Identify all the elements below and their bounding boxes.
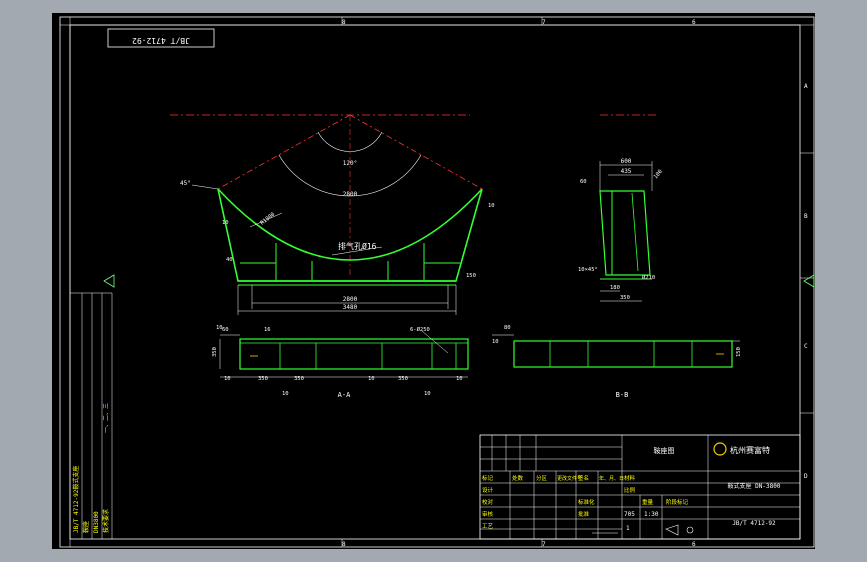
side-note-4: 一、二、三 [103,403,110,433]
cad-viewport[interactable]: 8 7 6 8 7 6 A B C D JB/T 4712-92 JB/T 47… [52,13,815,549]
side-note-1: JB/T 4712-92鞍式支座 [72,466,80,533]
tb-scale: 1:30 [644,511,659,518]
sec-b-dim-1: 80 [504,325,511,331]
dim-bottom-left: 40 [226,257,233,263]
tb-hdr-5: 年、月、日 [599,475,624,482]
grid-bottom-3: 6 [692,541,696,548]
sec-b-label: B-B [616,391,629,399]
sec-a-top-1: 10 [216,325,223,331]
tb-material: 材料 [624,474,636,482]
grid-bottom-1: 8 [342,541,346,548]
tb-hdr-1: 处数 [512,474,524,482]
sec-a-ext-1: 10 [282,391,289,397]
tb-approve-1: 批准 [578,510,590,518]
section-a: 10 60 16 6-Ø250 350 10 350 350 10 350 10… [212,325,469,399]
sec-a-note: 6-Ø250 [410,326,430,333]
side-weld: Ø210 [642,274,655,281]
grid-right-4: D [804,473,808,480]
tb-weight-label: 重量 [642,498,654,506]
side-bottom-inner: 180 [610,285,620,291]
tb-sheet: 1 [626,525,630,532]
grid-top-3: 6 [692,19,696,26]
tb-drawing-no: JB/T 4712-92 [732,520,776,527]
grid-top-2: 7 [542,19,546,26]
width-outer: 3480 [343,304,358,311]
sec-a-top-3: 16 [264,327,271,333]
sec-a-bot-3: 350 [294,376,304,382]
tb-weight: 705 [624,511,635,518]
outer-frame [59,16,815,548]
side-top-width: 600 [621,158,632,165]
sec-a-bot-5: 350 [398,376,408,382]
sec-a-top-2: 60 [222,327,229,333]
main-view: 120° 2800 R1900 排气孔Ø16 45° 10 10 40 150 [170,114,656,315]
sec-b-dim-2: 10 [492,339,499,345]
dim-right-top: 10 [488,203,495,209]
side-chamfer-label: 10×45° [578,267,598,273]
tb-role-2: 审核 [482,510,494,518]
center-mark-left [103,274,115,288]
side-view: 600 435 100 60 10×45° Ø210 180 350 [578,158,664,302]
width-inner: 2800 [343,296,358,303]
title-block: 鞍座图 杭州赛富特 鞍式支座 DN-3800 JB/T 4712-92 标记 处… [479,434,801,540]
tb-role-0: 设计 [482,486,494,494]
sec-a-bot-2: 350 [258,376,268,382]
tb-hdr-0: 标记 [482,474,494,482]
sec-a-bot-1: 10 [224,376,231,382]
tb-company: 杭州赛富特 [730,445,770,455]
sec-b-dim-3: 150 [736,347,742,357]
radius-inner: R1900 [260,212,277,227]
grid-right-1: A [804,83,808,90]
tb-scale-label: 比例 [624,486,636,494]
grid-right-3: C [804,343,808,350]
tb-role-1: 校对 [482,498,494,506]
tb-role-3: 工艺 [482,523,494,530]
side-top-inner: 435 [621,168,632,175]
angle-label: 120° [343,160,357,167]
side-chamfer: 100 [653,169,664,180]
tb-drawing-title: 鞍座图 [654,446,675,455]
drawing-canvas: 8 7 6 8 7 6 A B C D JB/T 4712-92 JB/T 47… [59,16,815,548]
side-note-3: DN3800 [93,511,100,533]
hole-label: 排气孔Ø16 [338,241,377,251]
side-note-5: 技术要求 [102,509,110,533]
dim-left-edge: 10 [222,220,229,226]
tb-hdr-2: 分区 [536,474,548,482]
left-angle: 45° [180,180,191,187]
number-tab [107,28,215,48]
sec-a-left: 350 [212,347,218,357]
number-tab-text: JB/T 4712-92 [132,36,190,45]
tb-approve-0: 标准化 [578,498,595,506]
section-b: 80 10 150 B-B [492,325,742,399]
tb-stage-label: 阶段标记 [666,498,689,506]
projection-circle-icon [686,526,694,534]
tb-hdr-4: 签名 [578,474,589,482]
side-left-top: 60 [580,179,587,185]
sec-a-label: A-A [338,391,351,399]
tb-hdr-3: 更改文件号 [557,475,582,482]
company-logo-icon [713,442,727,456]
sec-a-bot-4: 10 [368,376,375,382]
grid-bottom-2: 7 [542,541,546,548]
inner-frame [69,24,801,540]
tb-product: 鞍式支座 DN-3800 [728,482,781,490]
grid-right-2: B [804,213,808,220]
projection-cone-icon [665,524,679,536]
grid-top-1: 8 [342,19,346,26]
dim-bottom-right: 150 [466,273,476,279]
center-mark-right [803,274,815,288]
side-bottom-width: 350 [620,295,630,301]
side-note-2: 鞍座 [82,521,90,533]
side-notes: JB/T 4712-92鞍式支座 鞍座 DN3800 一、二、三 技术要求 [70,292,113,539]
sec-a-ext-2: 10 [424,391,431,397]
sec-a-bot-6: 10 [456,376,463,382]
radius-outer: 2800 [343,191,358,198]
